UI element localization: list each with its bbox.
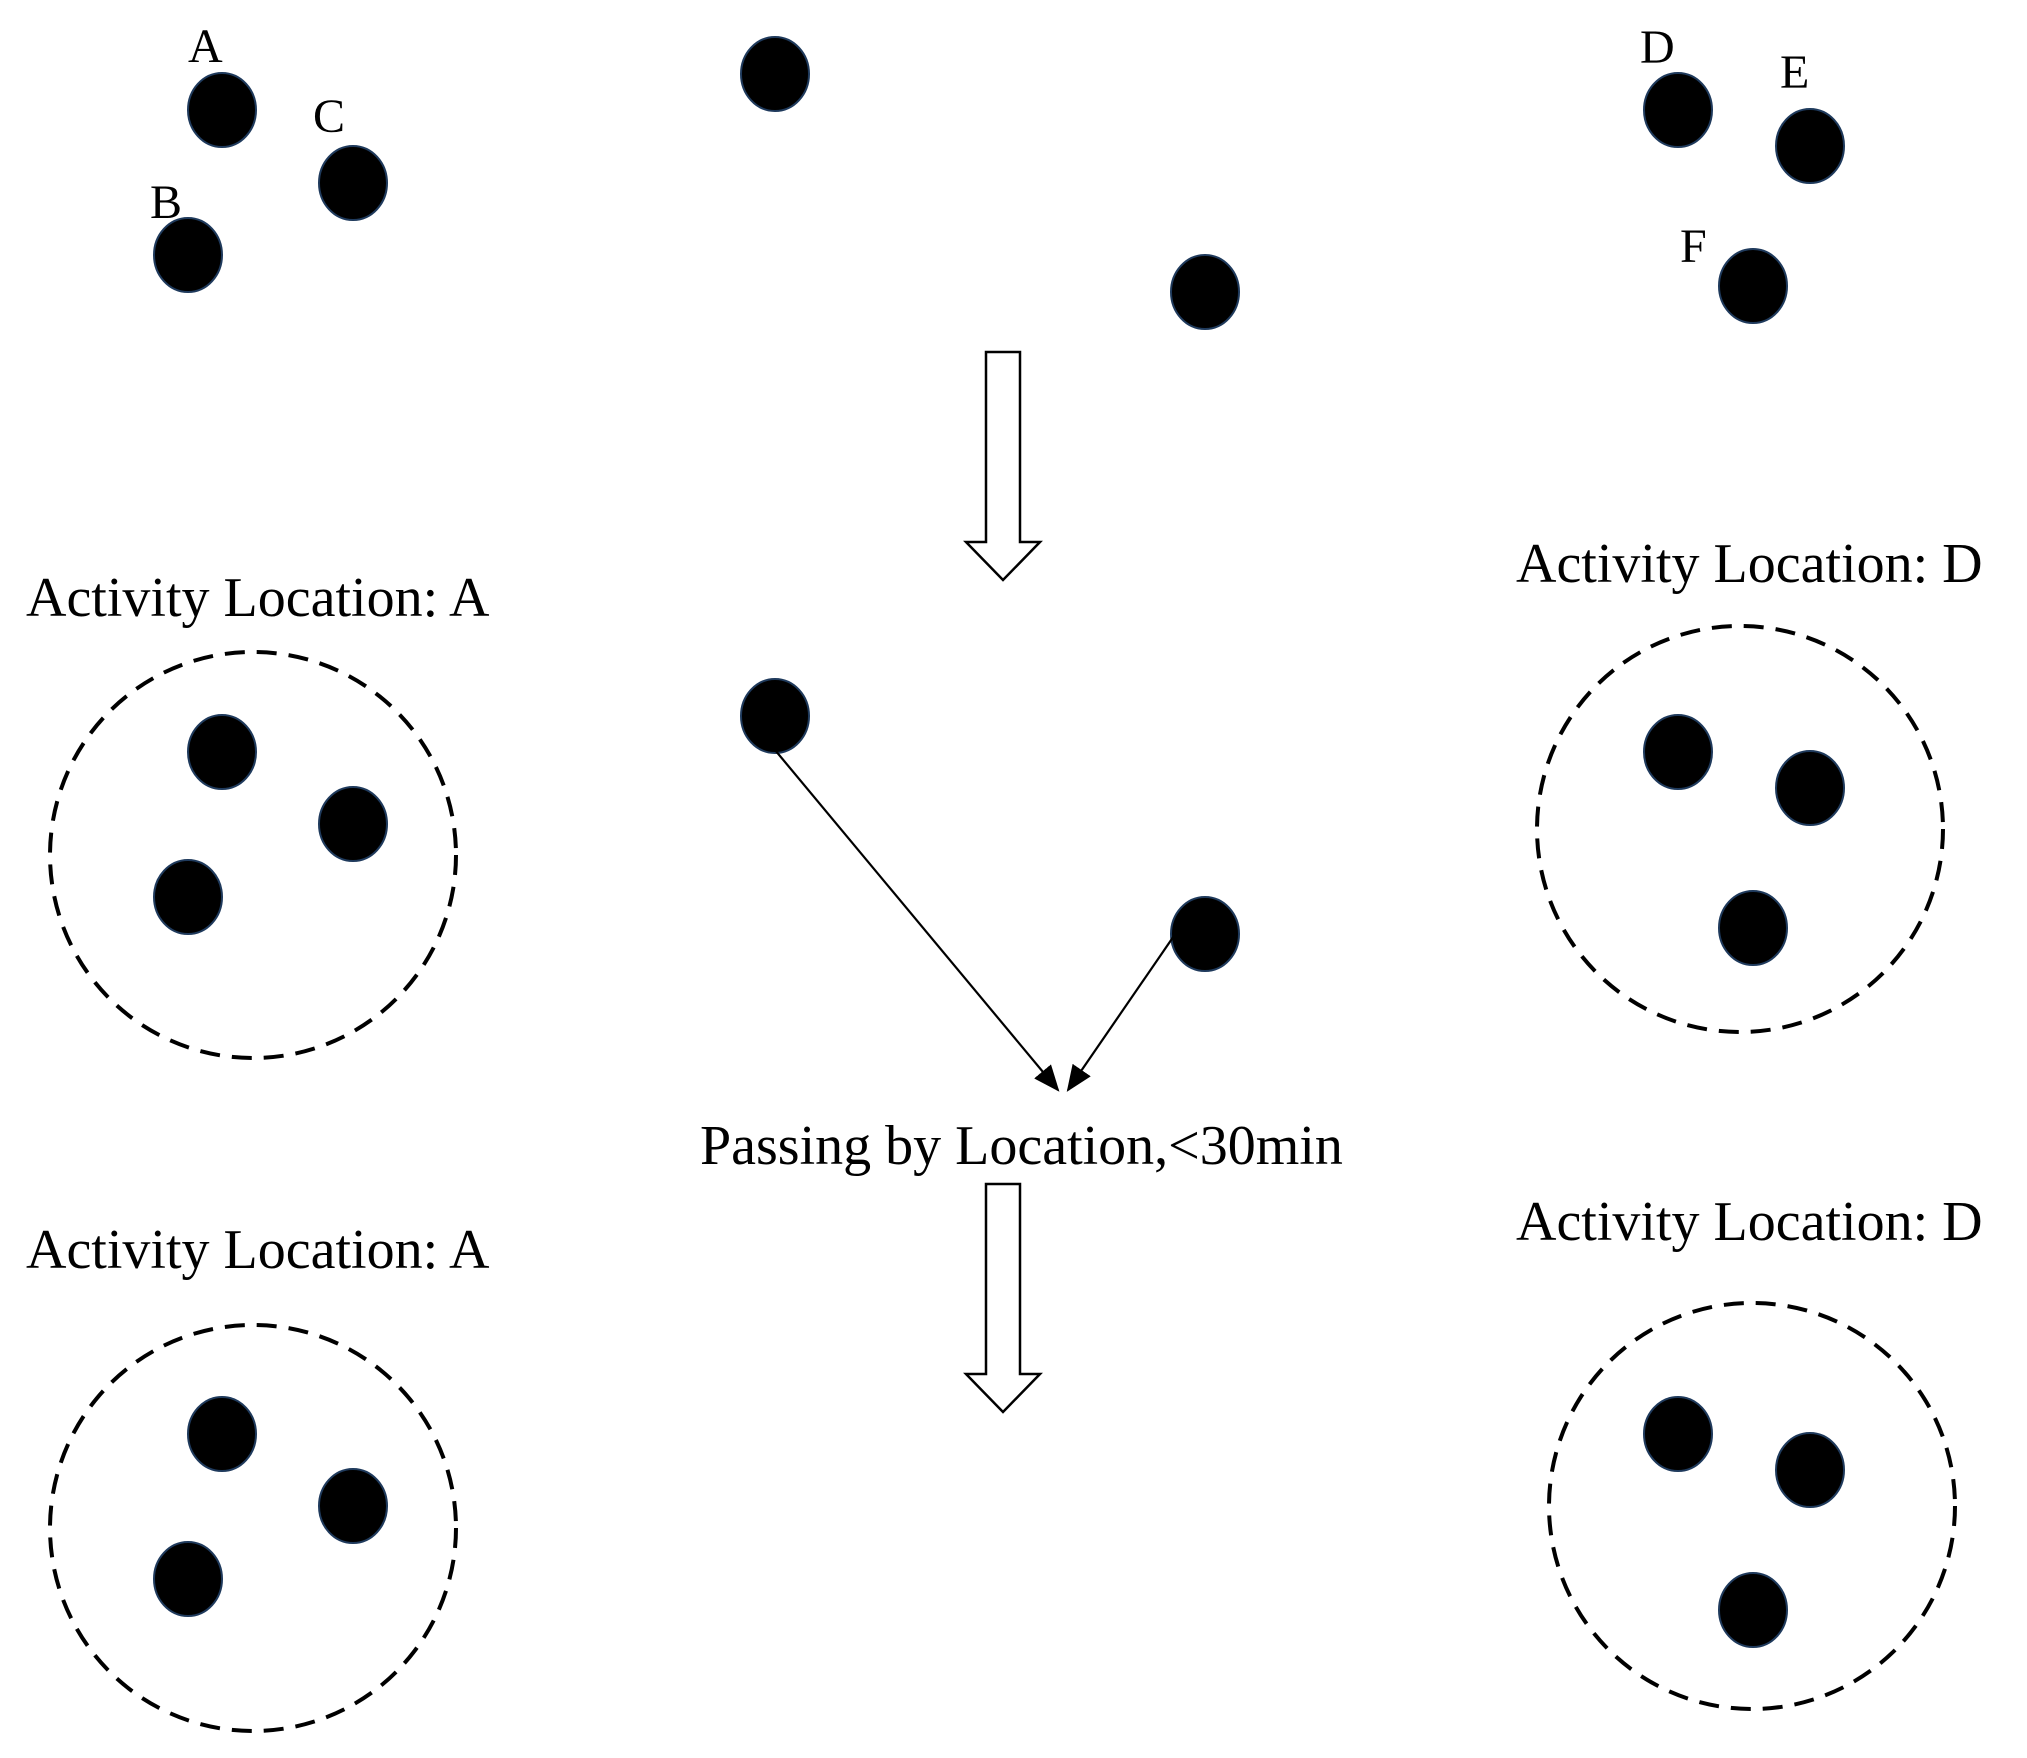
connector-arrow-1 <box>774 749 1060 1092</box>
stage3: Activity Location: A Activity Location: … <box>26 1191 1983 1733</box>
final-right-point-1 <box>1643 1396 1713 1472</box>
cluster-left-point-3 <box>153 859 223 935</box>
step-arrow-2 <box>963 1182 1043 1414</box>
cluster-left-point-1 <box>187 714 257 790</box>
final-left-point-3 <box>153 1541 223 1617</box>
activity-cluster-right <box>1535 624 1945 1034</box>
connector-arrow-2 <box>1066 929 1179 1092</box>
point-c <box>318 145 388 221</box>
point-label-d: D <box>1640 21 1675 74</box>
activity-cluster-left <box>48 650 458 1060</box>
activity-location-label-right: Activity Location: D <box>1516 533 1983 595</box>
final-right-point-2 <box>1775 1432 1845 1508</box>
activity-cluster-left-final <box>48 1323 458 1733</box>
cluster-right-point-2 <box>1775 750 1845 826</box>
passing-location-label: Passing by Location,<30min <box>700 1115 1343 1177</box>
passing-point-1 <box>740 678 810 754</box>
point-mid-1 <box>740 36 810 112</box>
cluster-left-point-2 <box>318 786 388 862</box>
final-left-point-1 <box>187 1396 257 1472</box>
cluster-right-point-1 <box>1643 714 1713 790</box>
point-label-c: C <box>313 90 345 143</box>
point-mid-2 <box>1170 254 1240 330</box>
point-e <box>1775 108 1845 184</box>
point-b <box>153 217 223 293</box>
final-right-point-3 <box>1718 1572 1788 1648</box>
activity-cluster-right-final <box>1547 1301 1957 1711</box>
passing-point-2 <box>1170 896 1240 972</box>
step-arrow-1 <box>963 350 1043 582</box>
point-label-e: E <box>1780 46 1809 99</box>
activity-location-label-left: Activity Location: A <box>26 567 490 629</box>
activity-location-label-right-final: Activity Location: D <box>1516 1191 1983 1253</box>
point-label-a: A <box>188 20 223 73</box>
activity-location-label-left-final: Activity Location: A <box>26 1219 490 1281</box>
point-label-b: B <box>150 176 182 229</box>
point-a <box>187 72 257 148</box>
final-left-point-2 <box>318 1468 388 1544</box>
cluster-right-point-3 <box>1718 890 1788 966</box>
stage1-points: A B C D E F <box>150 20 1845 330</box>
stage2: Activity Location: A Activity Location: … <box>26 533 1983 1177</box>
point-label-f: F <box>1680 220 1707 273</box>
point-d <box>1643 72 1713 148</box>
point-f <box>1718 248 1788 324</box>
